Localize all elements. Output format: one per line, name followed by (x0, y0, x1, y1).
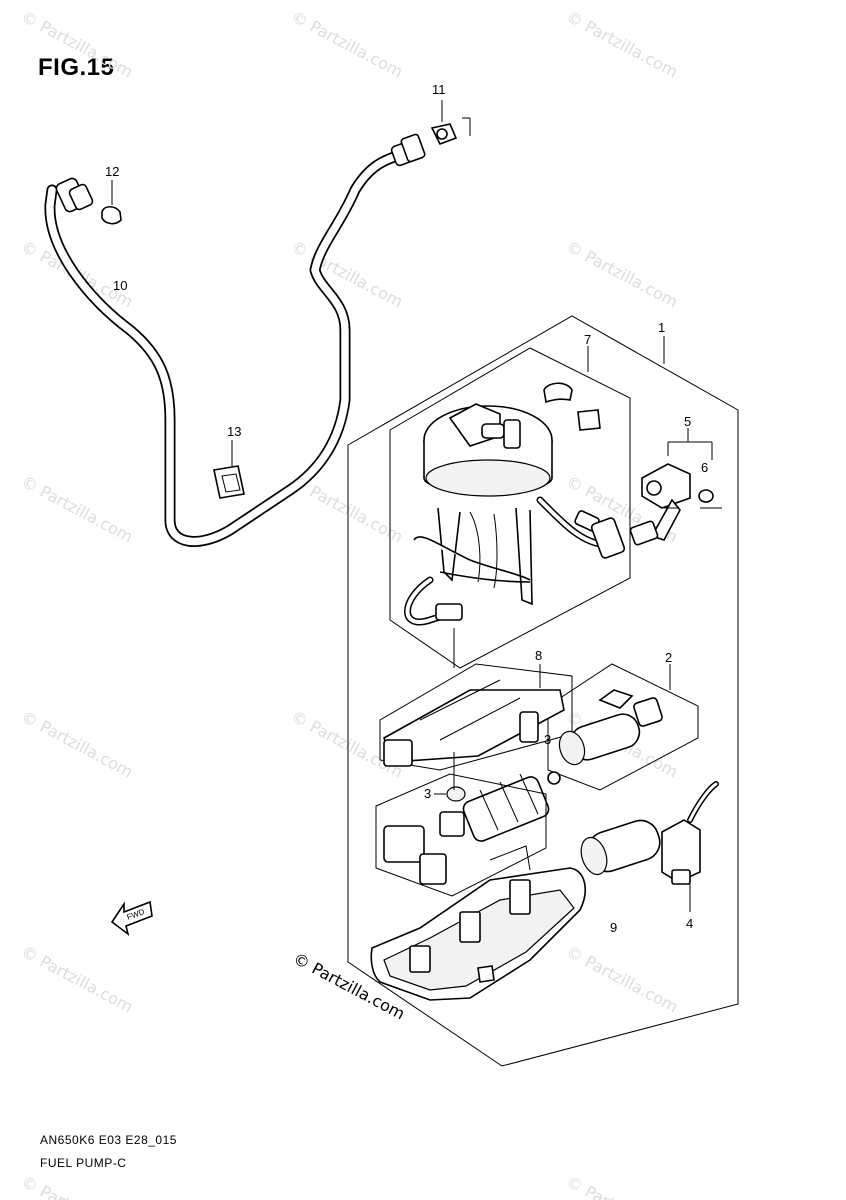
forward-direction-arrow: FWD (110, 900, 153, 936)
watermark-text: © Partzilla.com (288, 237, 406, 312)
model-code: AN650K6 E03 E28_015 (40, 1133, 177, 1147)
clamp-13 (213, 440, 245, 499)
watermark-text: © Partzilla.com (288, 7, 406, 82)
fuel-reservoir-tray (370, 867, 586, 1001)
fuel-pump-part-2 (558, 664, 671, 766)
assembly-outline (347, 315, 739, 1067)
callout-9: 9 (610, 920, 617, 935)
bracket-part-8 (383, 664, 565, 767)
watermark-text: © Partzilla.com (563, 7, 681, 82)
lower-bracket (383, 811, 531, 885)
clamp-12 (101, 180, 122, 225)
watermark-text: © Partzilla.com (563, 237, 681, 312)
callout-3b: 3 (424, 786, 431, 801)
fuel-hose (44, 149, 406, 547)
valve-part-5 (629, 428, 712, 546)
watermark-text: © Partzilla.com (18, 472, 136, 547)
callout-5: 5 (684, 414, 691, 429)
pump-frame (413, 507, 533, 606)
callout-3a: 3 (544, 732, 551, 747)
callout-6: 6 (701, 460, 708, 475)
lower-bracket-box (375, 773, 547, 897)
callout-2: 2 (665, 650, 672, 665)
figure-title: FIG.15 (38, 54, 115, 81)
callout-13: 13 (227, 424, 241, 439)
wire-harness (404, 496, 626, 626)
strainer-part-3 (434, 771, 561, 842)
callout-4: 4 (686, 916, 693, 931)
callout-7: 7 (584, 332, 591, 347)
clamp-11 (430, 100, 471, 146)
hose-connector-left (55, 177, 94, 213)
watermark-text: © Partzilla.com (18, 942, 136, 1017)
rail-box-2 (547, 663, 699, 791)
callout-1: 1 (658, 320, 665, 335)
figure-caption: FUEL PUMP-C (40, 1156, 127, 1170)
filter-part-9 (580, 819, 661, 876)
callout-12: 12 (105, 164, 119, 179)
sensor-part-4 (661, 781, 719, 912)
retaining-clips (543, 382, 601, 431)
pump-flange (423, 403, 553, 497)
watermark-text: © Partzilla.com (18, 7, 136, 82)
pump-head-box (389, 347, 631, 669)
o-ring-part-6 (664, 442, 722, 509)
callout-8: 8 (535, 648, 542, 663)
callout-10: 10 (113, 278, 127, 293)
callout-11: 11 (432, 82, 446, 97)
watermark-text: © Partzilla.com (563, 942, 681, 1017)
watermark-text: © Partzilla.com (18, 707, 136, 782)
callout-labels: 1 2 3 3 4 5 6 7 8 9 10 11 12 13 (105, 82, 708, 935)
watermark-text: © Partzilla.com (563, 1172, 681, 1200)
watermark-text: © Partzilla.com (18, 1172, 136, 1200)
hose-connector-right (390, 133, 426, 167)
